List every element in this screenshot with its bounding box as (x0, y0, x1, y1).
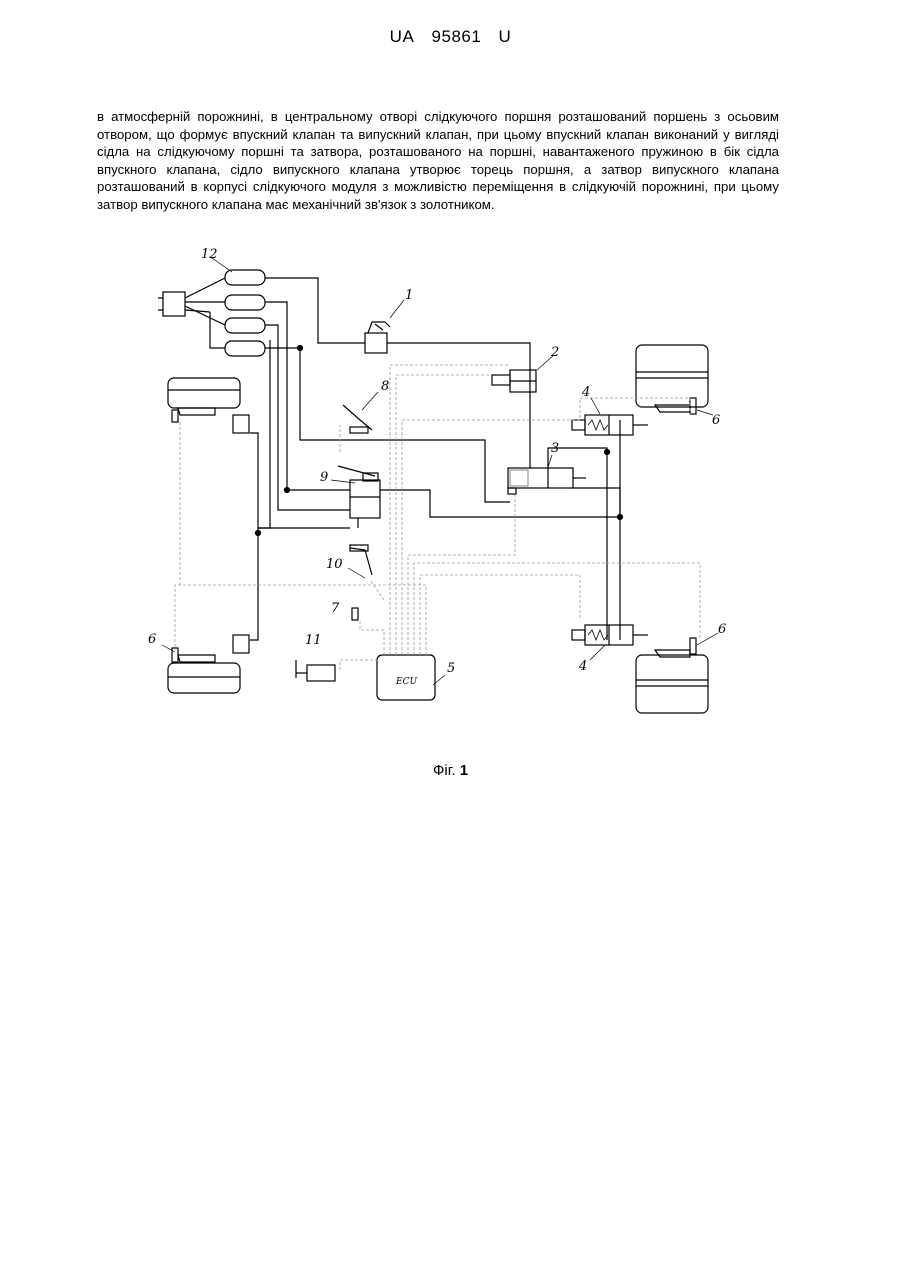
callout-6-right-top: 6 (712, 413, 720, 428)
wheel-rear-left (168, 663, 240, 693)
callout-4-bottom: 4 (578, 659, 587, 674)
speed-sensor-6-front-right (690, 398, 696, 414)
wheel-front-left (168, 378, 240, 408)
header-country: UA (390, 27, 415, 46)
description-text: в атмосферній порожнині, в центральному … (97, 108, 779, 214)
speed-sensor-6-front-left (172, 410, 178, 422)
callout-5: 5 (447, 661, 455, 676)
abs-valve-left-rear (233, 635, 249, 653)
speed-sensor-6-rear-right (690, 638, 696, 654)
callout-10: 10 (326, 557, 343, 572)
air-receiver-1 (225, 270, 265, 285)
speed-sensor-6-rear-left (172, 648, 178, 662)
lamp-7 (352, 608, 358, 620)
air-receiver-2 (225, 295, 265, 310)
callout-3: 3 (551, 441, 559, 456)
ecu-label: ECU (395, 677, 417, 687)
patent-header: UA 95861 U (0, 27, 901, 47)
callout-6-left: 6 (148, 632, 156, 647)
header-number: 95861 (432, 27, 482, 46)
caption-prefix: Фіг. (433, 762, 456, 779)
callout-1: 1 (405, 288, 413, 303)
callout-6-right-bottom: 6 (718, 622, 726, 637)
description-paragraph: в атмосферній порожнині, в центральному … (97, 108, 779, 214)
brake-system-diagram: 12 1 2 8 3 4 6 9 10 7 11 6 6 4 5 ECU (140, 240, 740, 725)
diagram-svg: 12 1 2 8 3 4 6 9 10 7 11 6 6 4 5 ECU (140, 240, 740, 720)
callout-7: 7 (331, 601, 340, 616)
figure-caption: Фіг. 1 (0, 762, 901, 779)
battery-11 (307, 665, 335, 681)
modulator-3 (508, 468, 573, 488)
brake-valve-9 (350, 480, 380, 518)
callout-2: 2 (550, 345, 559, 360)
callout-8: 8 (381, 379, 389, 394)
compressor-connector (163, 292, 185, 316)
callout-4-top: 4 (581, 385, 590, 400)
air-receiver-3 (225, 318, 265, 333)
callout-11: 11 (305, 633, 322, 648)
callout-9: 9 (320, 470, 328, 485)
air-receiver-4 (225, 341, 265, 356)
callout-12: 12 (201, 247, 218, 262)
abs-valve-left-front (233, 415, 249, 433)
valve-1 (365, 333, 387, 353)
sensor-8 (343, 405, 372, 430)
header-kind: U (499, 27, 512, 46)
wheel-rear-right (636, 655, 708, 713)
caption-number: 1 (460, 762, 468, 779)
